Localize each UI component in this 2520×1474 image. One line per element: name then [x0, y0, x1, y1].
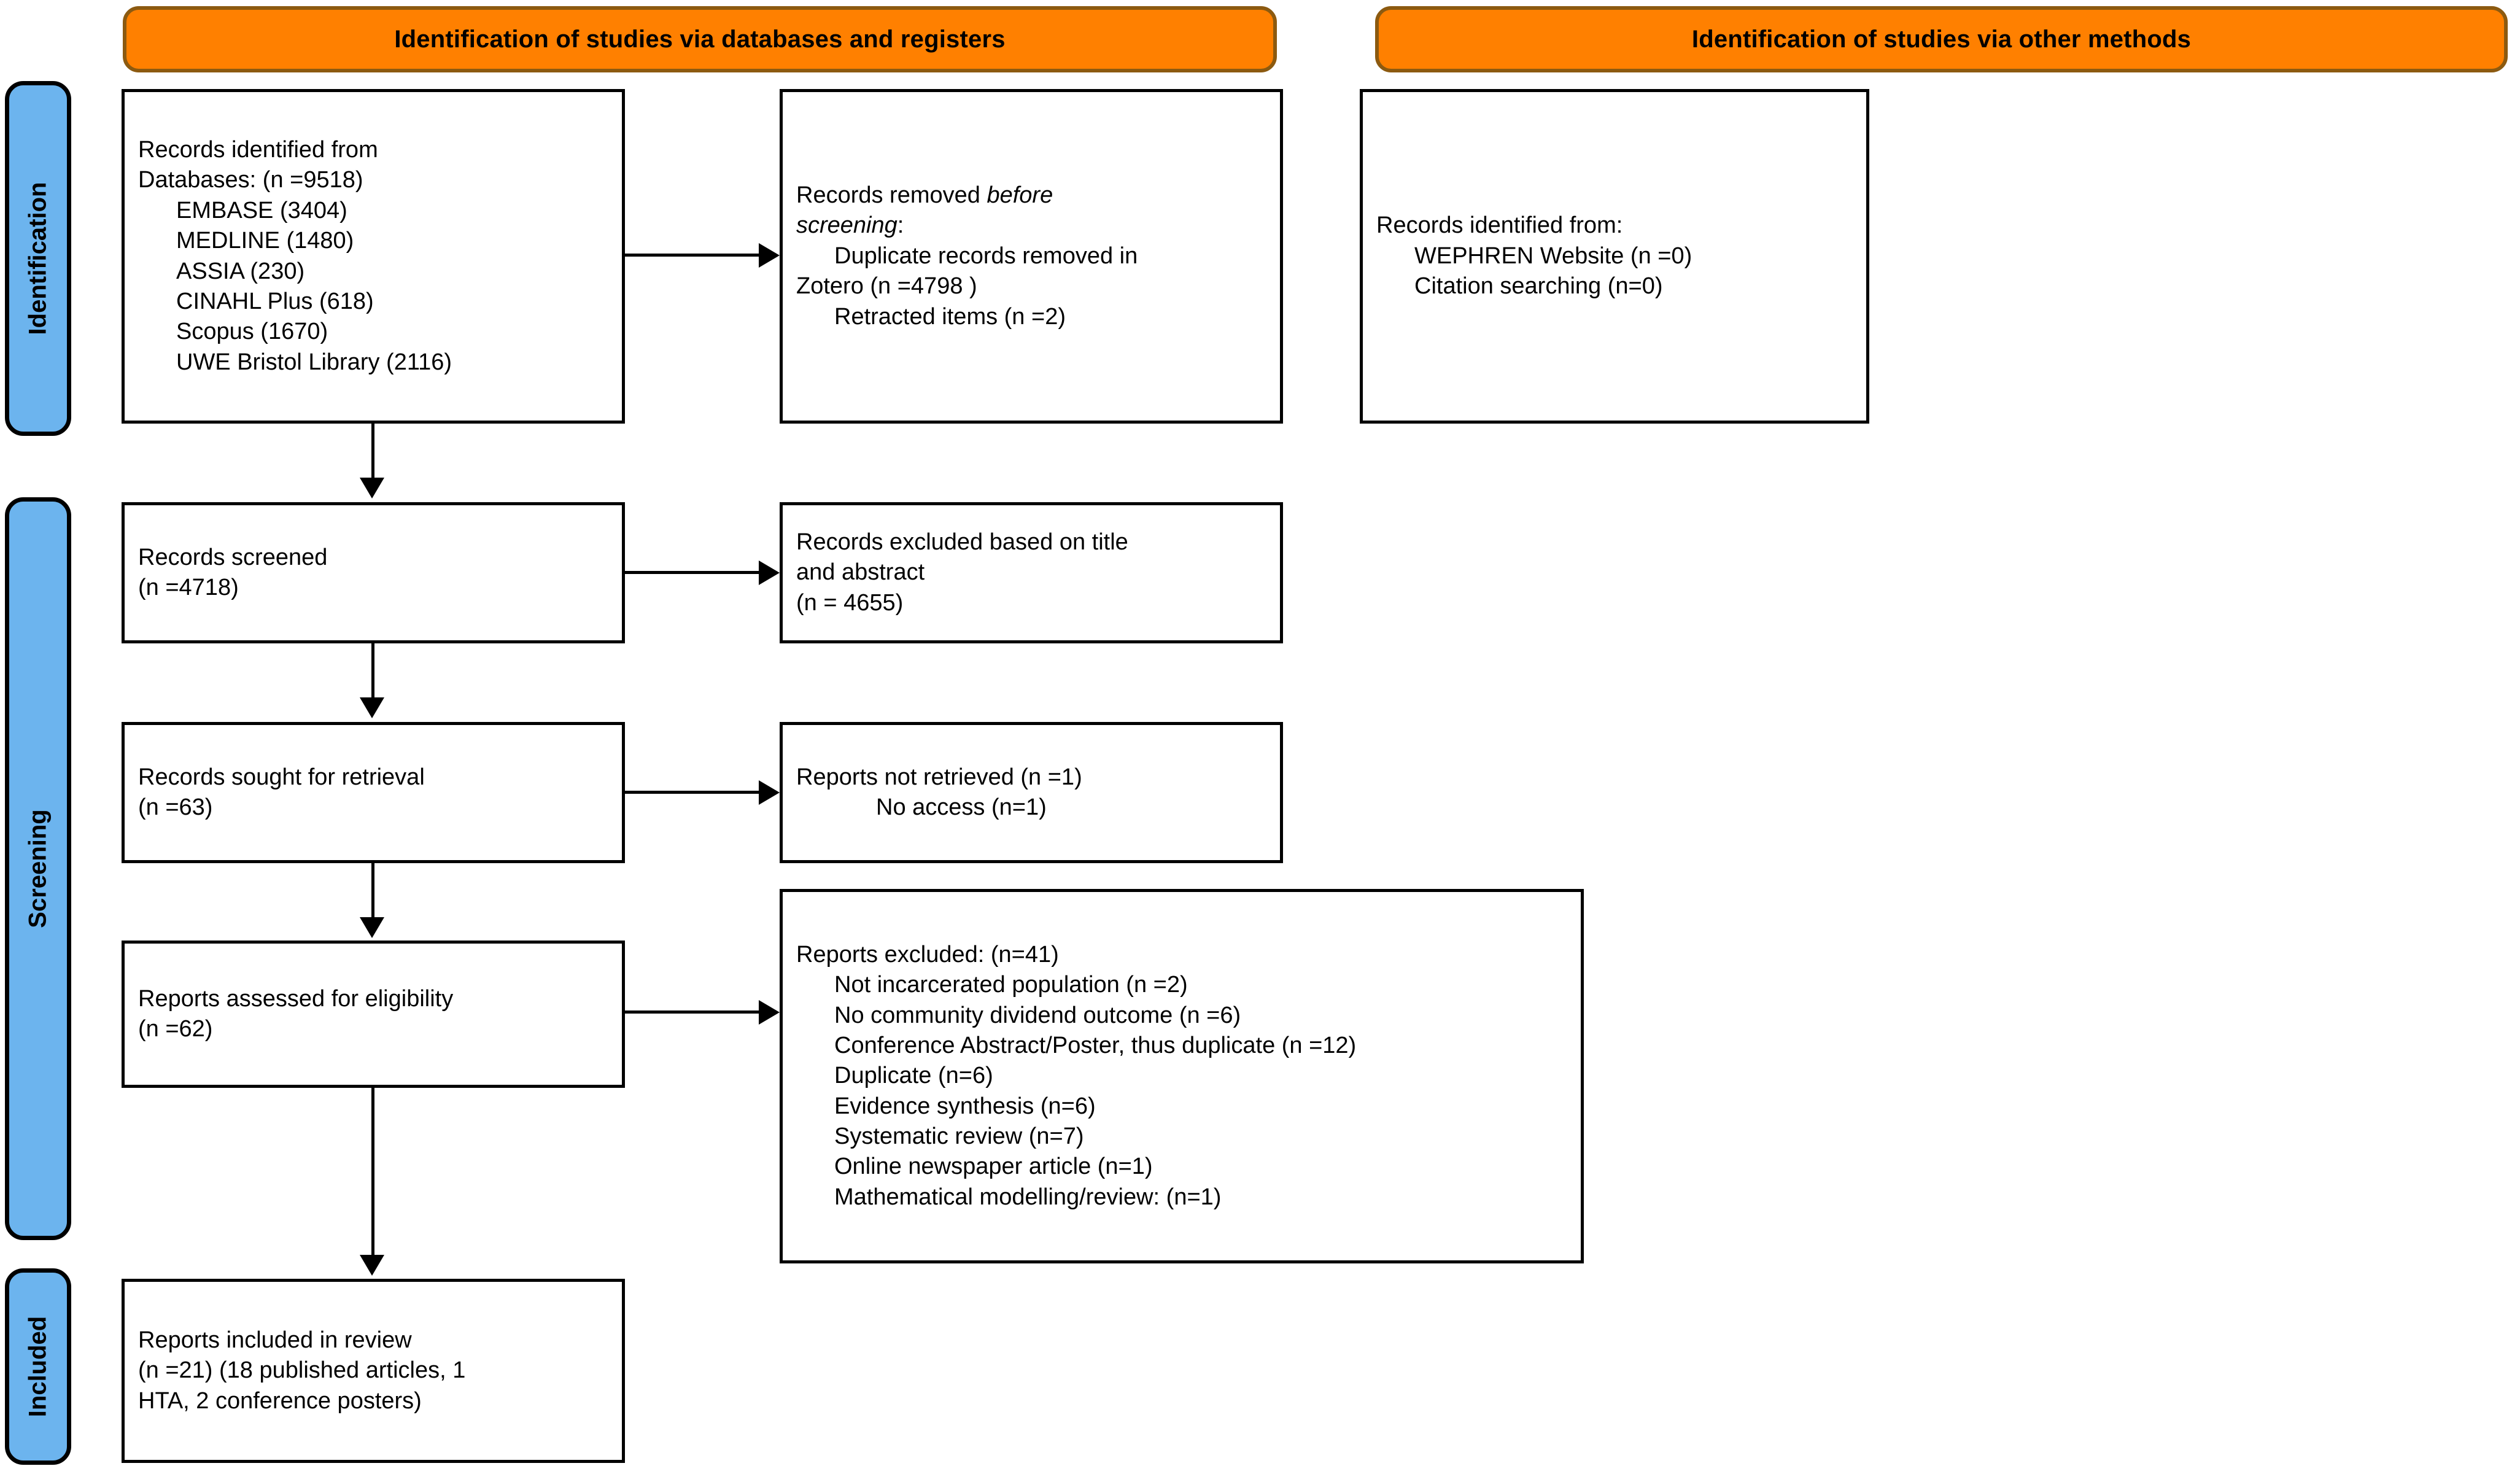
header-databases-and-registers: Identification of studies via databases … — [123, 6, 1277, 72]
reason-mathematical-modelling-review: Mathematical modelling/review: (n=1) — [834, 1184, 1222, 1210]
records-identified-subtitle: Databases: (n =9518) — [138, 167, 363, 193]
box-reports-included-text: Reports included in review (n =21) (18 p… — [125, 1325, 622, 1416]
box-reports-assessed-for-eligibility: Reports assessed for eligibility (n =62) — [122, 941, 625, 1088]
records-removed-line2-suffix: : — [897, 212, 904, 239]
records-identified-title: Records identified from — [138, 136, 378, 163]
box-other-records-text: Records identified from: WEPHREN Website… — [1363, 211, 1866, 301]
box-reports-excluded-text: Reports excluded: (n=41) Not incarcerate… — [783, 940, 1581, 1213]
other-source-wephren: WEPHREN Website (n =0) — [1414, 242, 1692, 269]
records-excluded-line2: and abstract — [796, 559, 925, 586]
reports-not-retrieved-title: Reports not retrieved (n =1) — [796, 764, 1082, 790]
records-sought-count: (n =63) — [138, 794, 213, 820]
arrowhead-identified-to-screened — [360, 478, 384, 498]
reason-not-incarcerated-population: Not incarcerated population (n =2) — [834, 972, 1188, 998]
records-removed-line1-prefix: Records removed — [796, 182, 987, 209]
box-records-screened: Records screened (n =4718) — [122, 502, 625, 643]
box-records-identified: Records identified from Databases: (n =9… — [122, 89, 625, 424]
arrowhead-screened-to-sought — [360, 697, 384, 718]
records-sought-title: Records sought for retrieval — [138, 764, 425, 790]
connector-assessed-to-reports-excluded — [625, 1010, 759, 1014]
source-assia: ASSIA (230) — [176, 258, 305, 284]
reports-assessed-count: (n =62) — [138, 1016, 213, 1042]
box-records-removed-before-screening: Records removed before screening: Duplic… — [780, 89, 1283, 424]
records-screened-title: Records screened — [138, 544, 328, 570]
reason-online-newspaper-article: Online newspaper article (n=1) — [834, 1154, 1153, 1180]
arrowhead-sought-to-assessed — [360, 917, 384, 938]
reason-duplicate: Duplicate (n=6) — [834, 1063, 993, 1089]
connector-sought-to-not-retrieved — [625, 791, 759, 794]
stage-label-screening: Screening — [24, 809, 52, 928]
reports-not-retrieved-detail: No access (n=1) — [876, 794, 1047, 820]
box-records-excluded-text: Records excluded based on title and abst… — [783, 527, 1280, 618]
box-reports-included-in-review: Reports included in review (n =21) (18 p… — [122, 1279, 625, 1463]
box-records-removed-text: Records removed before screening: Duplic… — [783, 180, 1280, 332]
box-records-excluded: Records excluded based on title and abst… — [780, 502, 1283, 643]
removed-duplicate-line-a: Duplicate records removed in — [834, 242, 1138, 269]
records-removed-line1-italic: before — [987, 182, 1053, 209]
reason-no-community-dividend-outcome: No community dividend outcome (n =6) — [834, 1002, 1241, 1028]
reports-included-line1: Reports included in review — [138, 1327, 412, 1353]
connector-identified-to-screened — [371, 424, 374, 478]
box-reports-excluded: Reports excluded: (n=41) Not incarcerate… — [780, 889, 1584, 1263]
other-identified-title: Records identified from: — [1376, 212, 1623, 239]
source-scopus: Scopus (1670) — [176, 319, 328, 345]
arrowhead-identified-to-removed — [759, 243, 780, 268]
box-other-records-identified: Records identified from: WEPHREN Website… — [1360, 89, 1869, 424]
records-excluded-count: (n = 4655) — [796, 589, 904, 616]
reports-included-line2: (n =21) (18 published articles, 1 — [138, 1357, 466, 1384]
stage-label-included: Included — [24, 1316, 52, 1418]
stage-label-identification: Identification — [24, 182, 52, 335]
other-source-citation-searching: Citation searching (n=0) — [1414, 273, 1663, 300]
connector-screened-to-sought — [371, 643, 374, 697]
connector-sought-to-assessed — [371, 863, 374, 917]
reason-conference-abstract-poster: Conference Abstract/Poster, thus duplica… — [834, 1032, 1357, 1058]
header-other-methods-label: Identification of studies via other meth… — [1691, 25, 2192, 53]
connector-screened-to-excluded — [625, 571, 759, 574]
arrowhead-sought-to-not-retrieved — [759, 780, 780, 805]
reports-excluded-title: Reports excluded: (n=41) — [796, 941, 1059, 968]
header-other-methods: Identification of studies via other meth… — [1375, 6, 2508, 72]
box-reports-assessed-text: Reports assessed for eligibility (n =62) — [125, 984, 622, 1045]
reason-evidence-synthesis: Evidence synthesis (n=6) — [834, 1093, 1096, 1119]
records-excluded-line1: Records excluded based on title — [796, 529, 1128, 555]
connector-identified-to-removed — [625, 254, 759, 257]
source-cinahl-plus: CINAHL Plus (618) — [176, 288, 374, 314]
removed-retracted-items: Retracted items (n =2) — [834, 303, 1066, 330]
box-reports-not-retrieved-text: Reports not retrieved (n =1) No access (… — [783, 762, 1280, 823]
source-medline: MEDLINE (1480) — [176, 228, 354, 254]
stage-rail-included: Included — [5, 1268, 71, 1465]
arrowhead-screened-to-excluded — [759, 561, 780, 585]
records-screened-count: (n =4718) — [138, 575, 239, 600]
records-removed-line2-italic: screening — [796, 212, 898, 239]
reports-assessed-title: Reports assessed for eligibility — [138, 985, 454, 1012]
arrowhead-assessed-to-reports-excluded — [759, 1000, 780, 1025]
box-records-sought-text: Records sought for retrieval (n =63) — [125, 762, 622, 823]
stage-rail-identification: Identification — [5, 81, 71, 436]
header-databases-label: Identification of studies via databases … — [394, 25, 1006, 53]
reason-systematic-review: Systematic review (n=7) — [834, 1123, 1084, 1150]
box-records-sought-for-retrieval: Records sought for retrieval (n =63) — [122, 722, 625, 863]
box-reports-not-retrieved: Reports not retrieved (n =1) No access (… — [780, 722, 1283, 863]
connector-assessed-to-included — [371, 1088, 374, 1255]
source-embase: EMBASE (3404) — [176, 197, 347, 223]
box-records-screened-text: Records screened (n =4718) — [125, 543, 622, 603]
removed-duplicate-line-b: Zotero (n =4798 ) — [796, 273, 977, 300]
stage-rail-screening: Screening — [5, 497, 71, 1240]
arrowhead-assessed-to-included — [360, 1255, 384, 1276]
box-records-identified-text: Records identified from Databases: (n =9… — [125, 135, 622, 378]
source-uwe-bristol-library: UWE Bristol Library (2116) — [176, 349, 452, 375]
reports-included-line3: HTA, 2 conference posters) — [138, 1387, 422, 1414]
